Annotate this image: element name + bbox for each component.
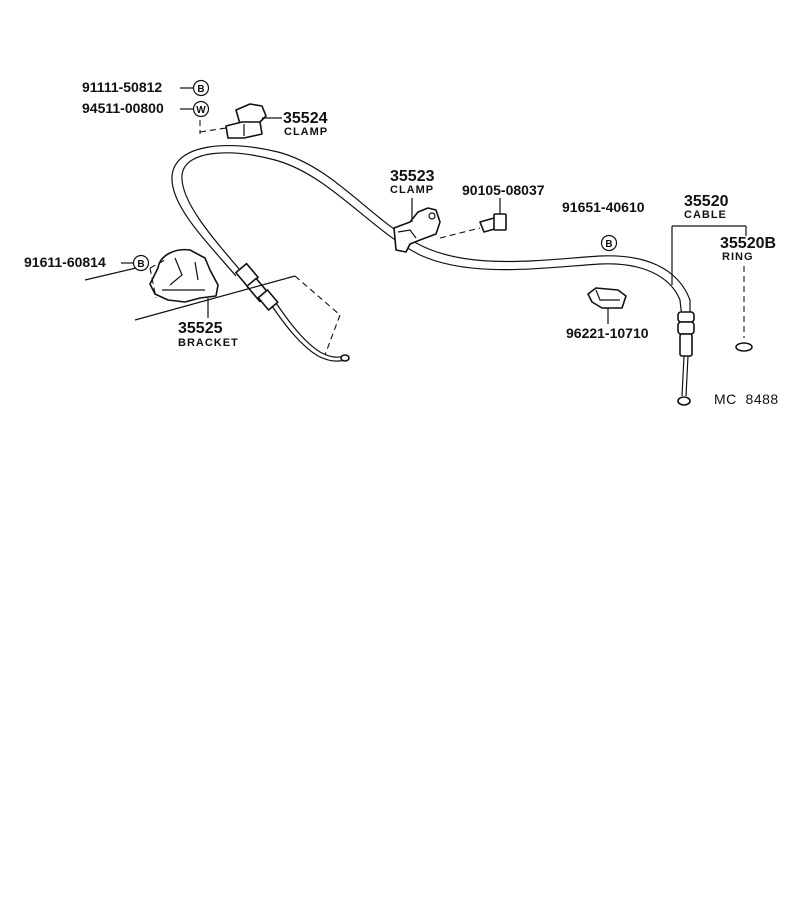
- clamp-35524-shape: [225, 103, 267, 139]
- cable-35520: [171, 144, 695, 406]
- svg-text:90105-08037: 90105-08037: [462, 182, 545, 198]
- svg-text:35520: 35520: [684, 193, 729, 210]
- svg-text:RING: RING: [722, 251, 754, 263]
- label-clip-96221: 96221-10710: [566, 325, 649, 341]
- bolt-symbol-icon: [192, 79, 210, 97]
- bolt-symbol-icon: [600, 234, 618, 252]
- svg-text:35524: 35524: [283, 110, 328, 127]
- svg-text:91111-50812: 91111-50812: [82, 79, 162, 95]
- label-ring-35520b: 35520B RING: [720, 235, 776, 263]
- bracket-35525-shape: [134, 248, 341, 356]
- svg-text:91611-60814: 91611-60814: [24, 254, 106, 270]
- svg-text:35523: 35523: [390, 168, 435, 185]
- svg-text:CABLE: CABLE: [684, 209, 727, 221]
- svg-text:35520B: 35520B: [720, 235, 776, 252]
- label-cable-35520: 35520 CABLE: [684, 193, 729, 221]
- ring-35520b-shape: [735, 342, 753, 352]
- svg-text:91651-40610: 91651-40610: [562, 199, 645, 215]
- svg-text:35525: 35525: [178, 320, 223, 337]
- svg-text:96221-10710: 96221-10710: [566, 325, 649, 341]
- label-bolt-90105: 90105-08037: [462, 182, 545, 198]
- label-washer-94511: 94511-00800 W: [82, 100, 210, 118]
- label-clamp-35524: 35524 CLAMP: [283, 110, 328, 138]
- label-clamp-35523: 35523 CLAMP: [390, 168, 435, 196]
- svg-text:94511-00800: 94511-00800: [82, 100, 164, 116]
- svg-text:B: B: [137, 259, 144, 270]
- clamp-35523-shape: [393, 207, 441, 253]
- svg-text:CLAMP: CLAMP: [390, 184, 434, 196]
- cable-right-boot: [677, 311, 695, 323]
- svg-text:CLAMP: CLAMP: [284, 126, 328, 138]
- diagram-reference: MC 8488: [714, 391, 779, 407]
- svg-text:B: B: [197, 84, 204, 95]
- label-bolt-91611: 91611-60814 B: [24, 254, 150, 272]
- svg-text:B: B: [605, 239, 612, 250]
- bolt-90105-shape: [479, 213, 507, 233]
- label-bolt-91111: 91111-50812 B: [82, 79, 210, 97]
- bolt-symbol-icon: [132, 254, 150, 272]
- svg-text:BRACKET: BRACKET: [178, 337, 239, 349]
- label-bracket-35525: 35525 BRACKET: [178, 320, 239, 349]
- svg-text:W: W: [196, 105, 206, 116]
- clip-96221-shape: [587, 287, 627, 309]
- label-bolt-91651: 91651-40610 B: [562, 199, 645, 252]
- washer-symbol-icon: [192, 100, 210, 118]
